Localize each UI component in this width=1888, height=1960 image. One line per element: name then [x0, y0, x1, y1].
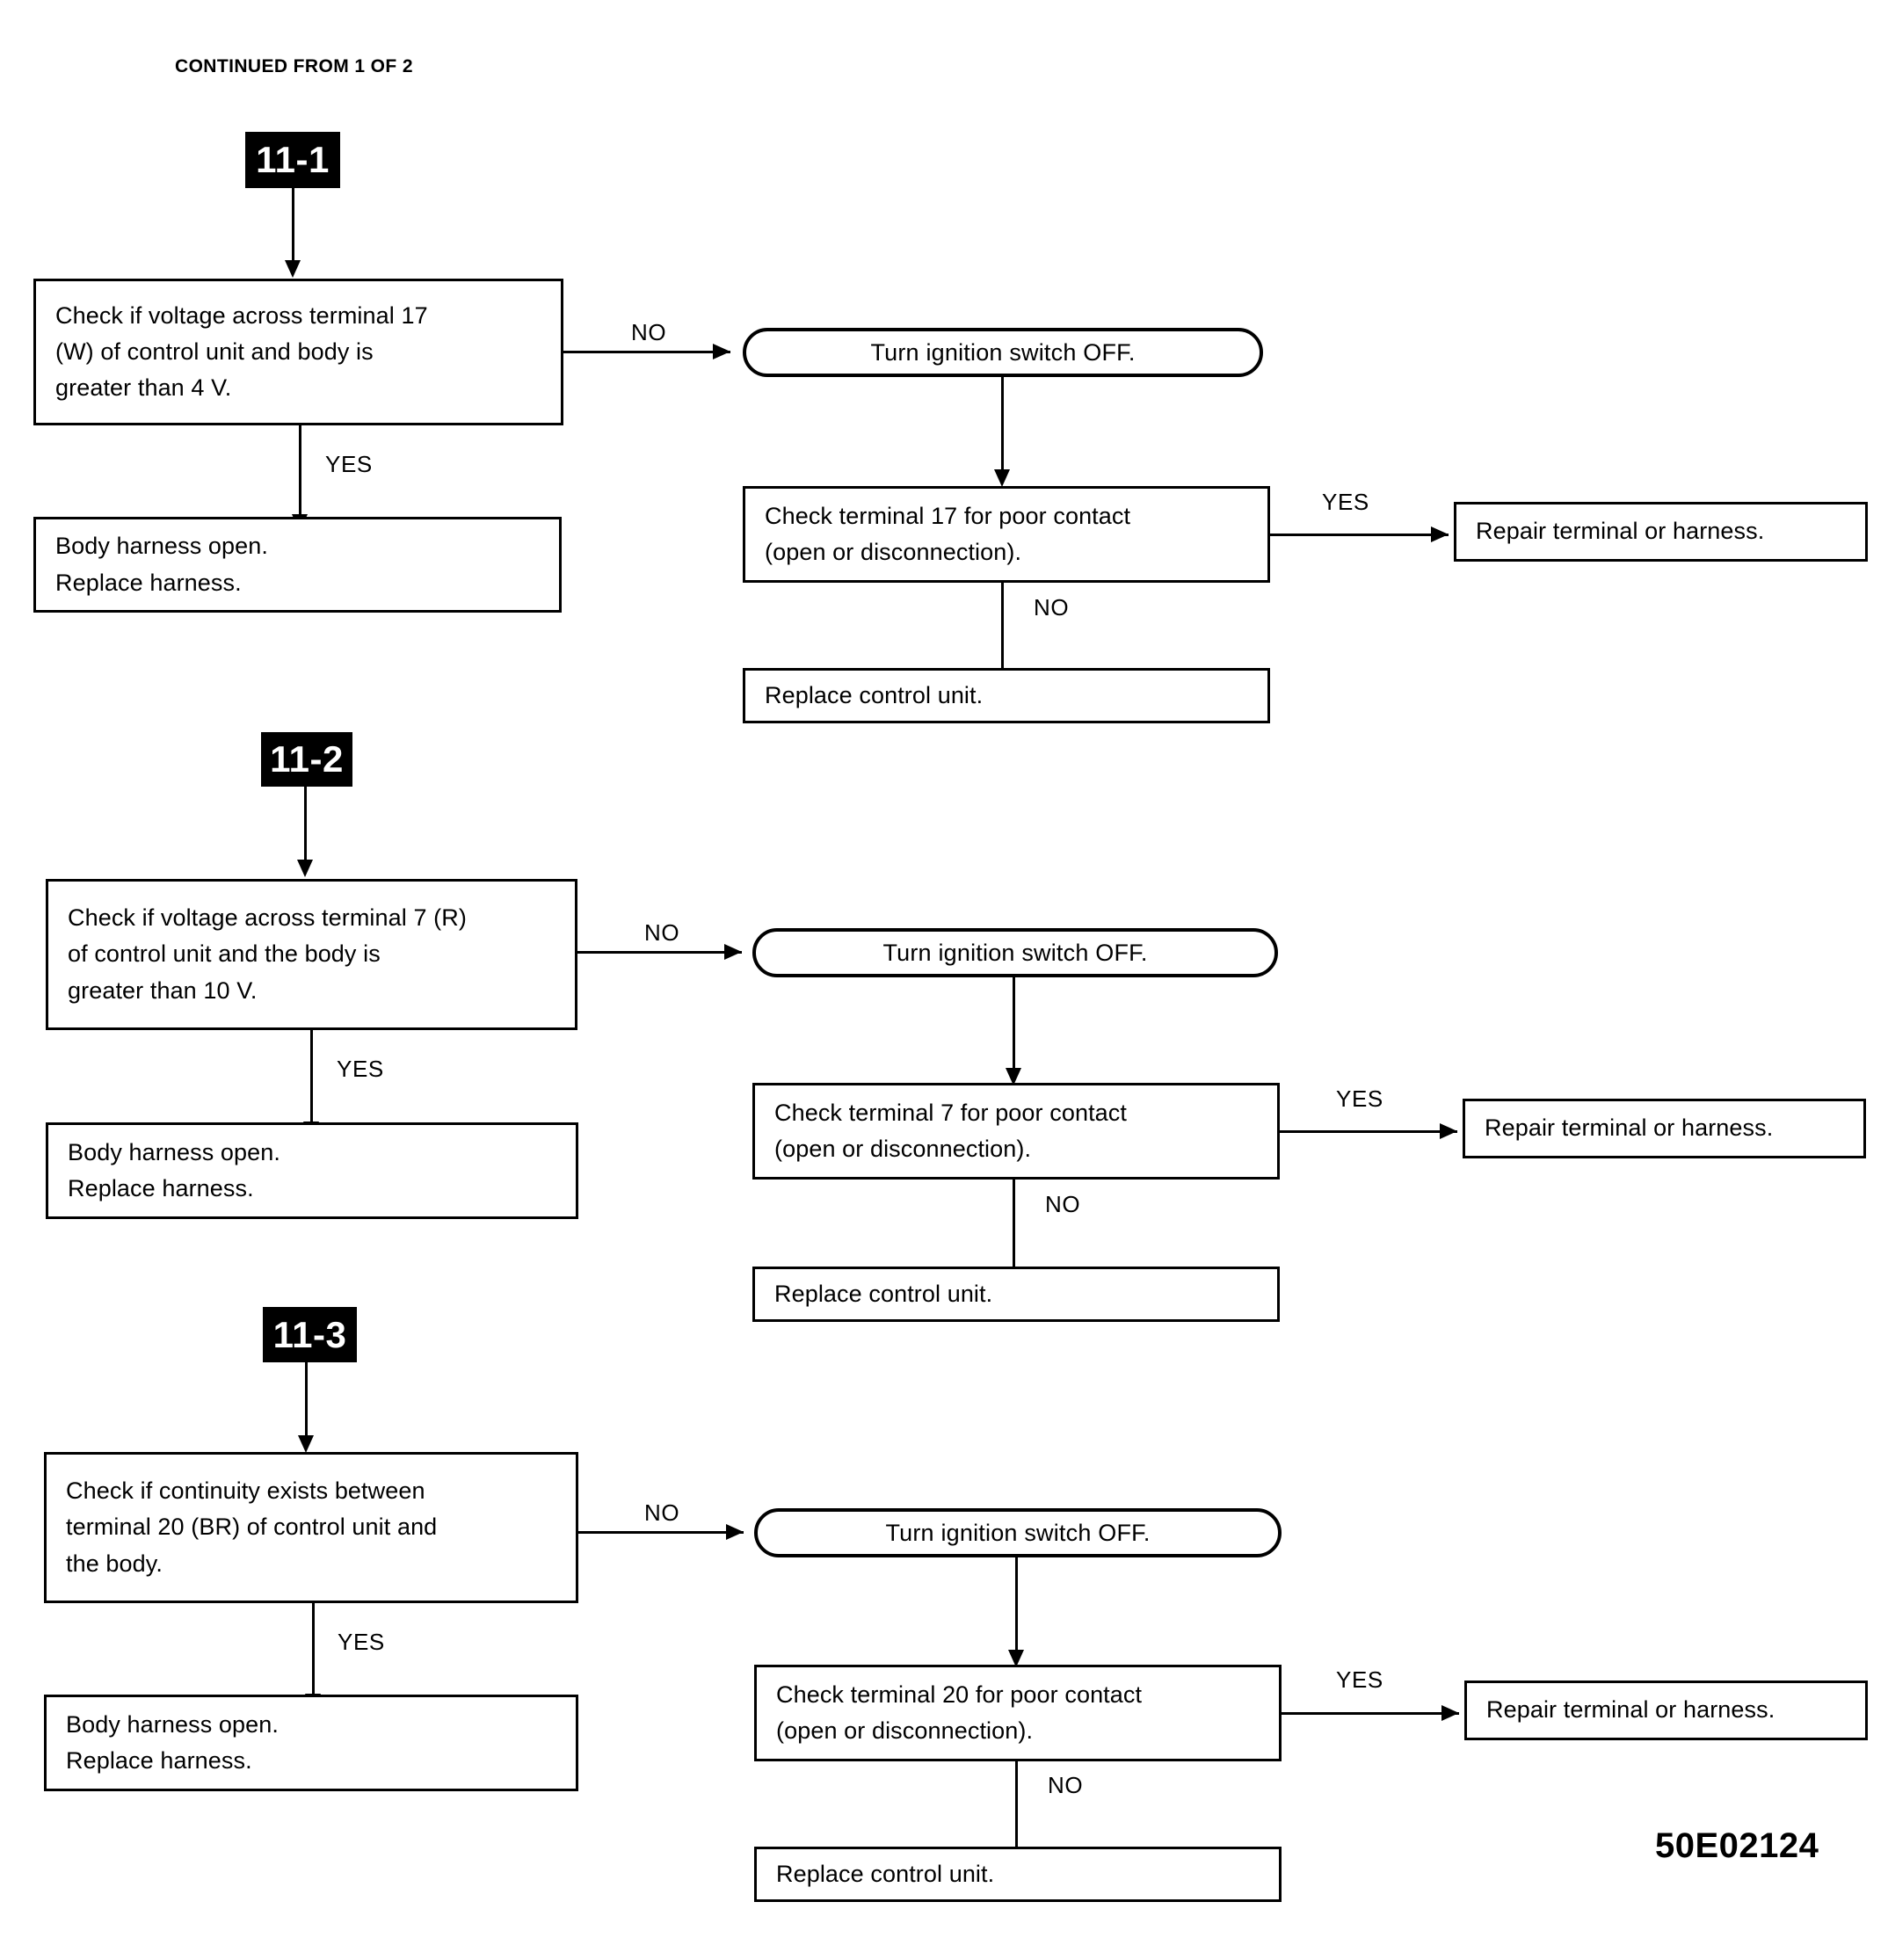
connector-badge-to-decision	[292, 188, 294, 264]
decision-line-2: (W) of control unit and body is	[55, 338, 374, 365]
outcome-body-harness-open-11-3: Body harness open. Replace harness.	[44, 1695, 578, 1791]
edge-label-yes: YES	[1336, 1085, 1383, 1112]
check-line-2: (open or disconnection).	[765, 539, 1022, 565]
outcome-label: Repair terminal or harness.	[1476, 518, 1765, 545]
arrowhead-right	[1441, 1705, 1459, 1721]
decision-line-3: greater than 10 V.	[68, 976, 258, 1004]
step-badge-11-2: 11-2	[261, 732, 352, 787]
decision-box-11-2: Check if voltage across terminal 7 (R) o…	[46, 879, 577, 1030]
connector-no-branch	[578, 1531, 744, 1534]
edge-label-no: NO	[1045, 1191, 1081, 1217]
outcome-label: Repair terminal or harness.	[1486, 1696, 1775, 1724]
connector-check-no	[1015, 1761, 1018, 1853]
connector-check-no	[1013, 1180, 1015, 1271]
decision-box-11-1: Check if voltage across terminal 17 (W) …	[33, 279, 563, 425]
outcome-line-1: Body harness open.	[66, 1710, 279, 1738]
edge-label-no: NO	[1034, 594, 1070, 621]
check-line-1: Check terminal 17 for poor contact	[765, 502, 1131, 529]
action-turn-ignition-off-11-3: Turn ignition switch OFF.	[754, 1508, 1282, 1557]
outcome-repair-terminal-11-1: Repair terminal or harness.	[1454, 502, 1868, 562]
arrowhead-right	[726, 1524, 744, 1540]
connector-check-no	[1001, 583, 1004, 672]
check-line-1: Check terminal 20 for poor contact	[776, 1681, 1143, 1708]
edge-label-yes: YES	[1322, 489, 1369, 515]
outcome-replace-control-unit-11-2: Replace control unit.	[752, 1267, 1280, 1322]
edge-label-yes: YES	[325, 451, 373, 477]
outcome-label: Replace control unit.	[765, 681, 984, 708]
outcome-body-harness-open-11-1: Body harness open. Replace harness.	[33, 517, 562, 613]
continued-from-label: CONTINUED FROM 1 OF 2	[175, 56, 413, 76]
arrowhead-right	[724, 944, 742, 960]
check-box-terminal-17: Check terminal 17 for poor contact (open…	[743, 486, 1270, 583]
arrowhead-down	[994, 469, 1010, 487]
arrowhead-down	[298, 1435, 314, 1453]
decision-line-3: greater than 4 V.	[55, 374, 232, 402]
outcome-label: Replace control unit.	[776, 1860, 995, 1887]
outcome-repair-terminal-11-3: Repair terminal or harness.	[1464, 1681, 1868, 1740]
outcome-body-harness-open-11-2: Body harness open. Replace harness.	[46, 1122, 578, 1219]
edge-label-no: NO	[644, 1499, 680, 1526]
decision-line-3: the body.	[66, 1550, 163, 1577]
edge-label-no: NO	[644, 919, 680, 946]
check-box-terminal-20: Check terminal 20 for poor contact (open…	[754, 1665, 1282, 1761]
arrowhead-down	[297, 860, 313, 877]
outcome-line-1: Body harness open.	[55, 533, 268, 560]
connector-check-yes	[1282, 1712, 1459, 1715]
arrowhead-down	[1008, 1650, 1024, 1667]
edge-label-no: NO	[1048, 1772, 1084, 1798]
outcome-repair-terminal-11-2: Repair terminal or harness.	[1463, 1099, 1866, 1158]
check-box-terminal-7: Check terminal 7 for poor contact (open …	[752, 1083, 1280, 1180]
edge-label-yes: YES	[1336, 1666, 1383, 1693]
decision-line-1: Check if continuity exists between	[66, 1477, 425, 1505]
connector-no-branch	[563, 351, 730, 353]
action-turn-ignition-off-11-2: Turn ignition switch OFF.	[752, 928, 1278, 977]
edge-label-yes: YES	[337, 1056, 384, 1082]
connector-no-branch	[577, 951, 742, 954]
connector-yes-branch	[310, 1030, 313, 1126]
connector-badge-to-decision	[304, 787, 307, 864]
connector-action-to-check	[1015, 1557, 1018, 1654]
outcome-line-2: Replace harness.	[55, 569, 242, 596]
outcome-line-1: Body harness open.	[68, 1138, 280, 1165]
action-label: Turn ignition switch OFF.	[882, 939, 1148, 966]
connector-check-yes	[1280, 1130, 1457, 1133]
step-badge-11-1: 11-1	[245, 132, 340, 188]
edge-label-yes: YES	[338, 1629, 385, 1655]
connector-yes-branch	[299, 425, 301, 519]
reference-number: 50E02124	[1655, 1826, 1819, 1865]
connector-badge-to-decision	[305, 1362, 308, 1440]
arrowhead-right	[713, 344, 730, 359]
connector-action-to-check	[1013, 977, 1015, 1072]
outcome-label: Repair terminal or harness.	[1485, 1114, 1774, 1142]
decision-line-2: terminal 20 (BR) of control unit and	[66, 1514, 438, 1541]
arrowhead-right	[1440, 1123, 1457, 1139]
step-badge-11-3: 11-3	[263, 1307, 357, 1362]
action-turn-ignition-off-11-1: Turn ignition switch OFF.	[743, 328, 1263, 377]
outcome-replace-control-unit-11-1: Replace control unit.	[743, 668, 1270, 723]
action-label: Turn ignition switch OFF.	[870, 338, 1136, 366]
action-label: Turn ignition switch OFF.	[885, 1519, 1151, 1546]
check-line-2: (open or disconnection).	[776, 1717, 1034, 1744]
decision-box-11-3: Check if continuity exists between termi…	[44, 1452, 578, 1603]
connector-yes-branch	[312, 1603, 315, 1698]
outcome-line-2: Replace harness.	[66, 1747, 252, 1774]
edge-label-no: NO	[631, 319, 667, 345]
check-line-1: Check terminal 7 for poor contact	[774, 1099, 1127, 1126]
decision-line-1: Check if voltage across terminal 7 (R)	[68, 904, 467, 932]
connector-action-to-check	[1001, 377, 1004, 474]
arrowhead-down	[285, 260, 301, 278]
arrowhead-down	[1006, 1068, 1021, 1085]
decision-line-1: Check if voltage across terminal 17	[55, 301, 428, 329]
outcome-line-2: Replace harness.	[68, 1175, 254, 1201]
connector-check-yes	[1270, 534, 1449, 536]
check-line-2: (open or disconnection).	[774, 1136, 1032, 1162]
outcome-label: Replace control unit.	[774, 1280, 993, 1307]
outcome-replace-control-unit-11-3: Replace control unit.	[754, 1847, 1282, 1902]
arrowhead-right	[1431, 526, 1449, 542]
decision-line-2: of control unit and the body is	[68, 940, 381, 968]
